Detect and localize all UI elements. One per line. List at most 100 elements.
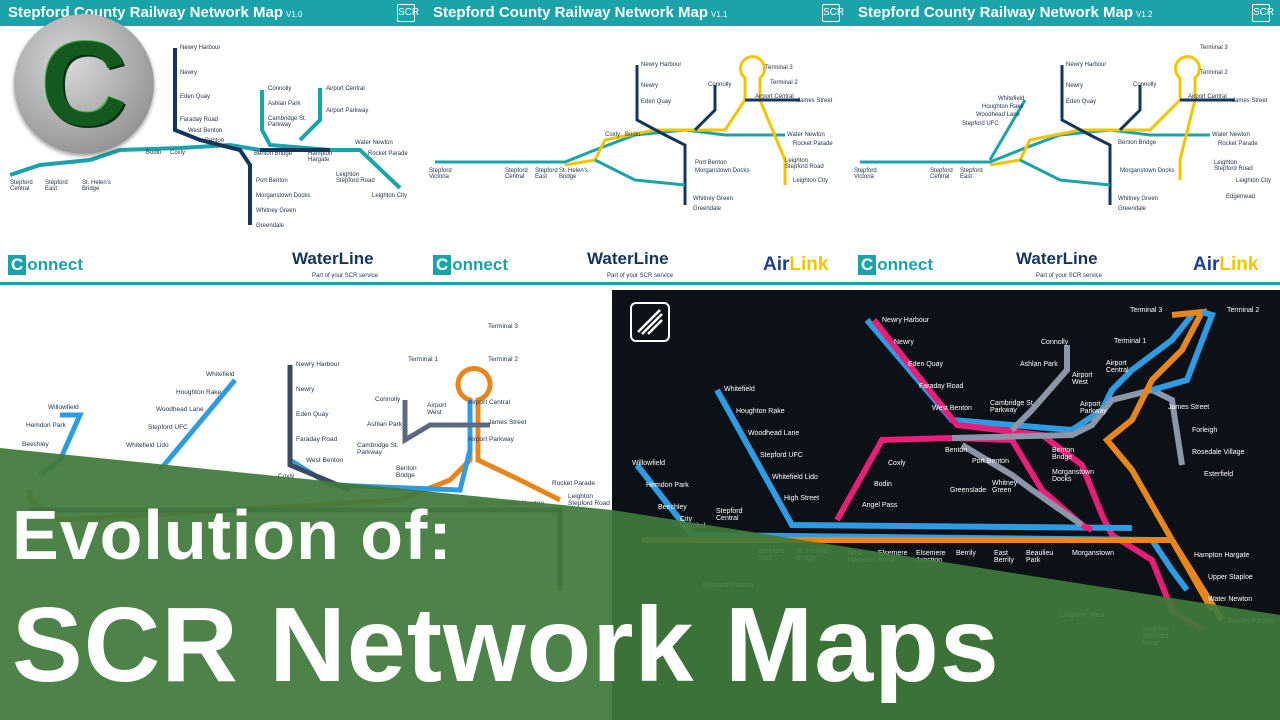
- letter-c-badge: C: [14, 14, 154, 154]
- station-label: Stepford East: [960, 168, 983, 180]
- station-label: Esterfield: [1204, 471, 1234, 478]
- station-label: Newry Harbour: [641, 62, 682, 68]
- station-label: Willowfield: [48, 404, 79, 411]
- station-label: Coxly: [170, 150, 186, 156]
- station-label: Connolly: [1133, 82, 1157, 88]
- station-label: Beechley: [658, 504, 687, 511]
- station-label: Leighton Stepford Road: [785, 158, 824, 170]
- station-label: Benton Bridge: [396, 465, 417, 479]
- station-label: Water Newton: [1208, 596, 1253, 603]
- station-label: Leighton City: [793, 178, 829, 184]
- station-label: Airport Central: [326, 86, 365, 92]
- station-label: Whitney Green: [693, 196, 734, 202]
- station-label: Connolly: [708, 82, 732, 88]
- station-label: Coxly: [605, 132, 621, 138]
- station-label: Airport Central: [1188, 94, 1227, 100]
- station-label: Morganstown: [1072, 550, 1115, 557]
- station-label: Stepford Victoria: [854, 168, 877, 180]
- station-label: Newry: [1066, 83, 1084, 89]
- network-map-v1-1: [435, 55, 800, 205]
- station-label: Water Newton: [1212, 132, 1250, 138]
- station-label: Connolly: [268, 86, 292, 92]
- station-label: Ashlan Park: [268, 101, 301, 107]
- station-label: Connolly: [375, 396, 401, 403]
- station-label: James Street: [1168, 404, 1210, 411]
- station-label: Stepford UFC: [962, 121, 999, 127]
- station-label: Whitney Green: [1118, 196, 1159, 202]
- station-label: Benton: [205, 138, 225, 144]
- station-label: Houghton Rake: [176, 389, 222, 396]
- station-label: Airport Parkway: [1080, 401, 1107, 415]
- station-label: Whitney Green: [256, 208, 297, 214]
- station-label: Woodhead Lane: [748, 430, 800, 437]
- scr-logo-icon: [630, 302, 670, 342]
- station-label: James Street: [797, 98, 833, 104]
- station-label: Faraday Road: [180, 117, 219, 123]
- station-label: Morganstown Docks: [1120, 168, 1175, 174]
- station-label: Water Newton: [787, 132, 825, 138]
- station-label: Hemdon Park: [646, 482, 689, 489]
- station-label: High Street: [784, 495, 820, 502]
- station-label: Ashlan Park: [1020, 361, 1058, 368]
- station-label: Airport Central: [468, 399, 510, 406]
- station-label: West Benton: [306, 457, 344, 464]
- station-label: Rosedale Village: [1192, 449, 1245, 456]
- waterline-subtitle: Part of your SCR service: [312, 273, 379, 279]
- station-label: Rocket Parade: [1218, 141, 1258, 147]
- station-label: Greendale: [693, 206, 722, 212]
- station-label: Bodin: [146, 150, 162, 156]
- waterline-brand: WaterLine: [1016, 249, 1098, 268]
- station-label: Leighton Stepford Road: [1142, 626, 1169, 647]
- station-label: Hampton Hargate: [1194, 552, 1250, 559]
- station-label: Coxly: [888, 460, 906, 467]
- station-label: Whitney Green: [992, 480, 1018, 494]
- station-label: St. Helen's Bridge: [559, 168, 588, 180]
- station-label: Rocket Parade: [1228, 618, 1275, 625]
- station-label: West Benton: [932, 405, 972, 412]
- station-label: Whitefield: [206, 371, 235, 378]
- waterline-brand: WaterLine: [587, 249, 669, 268]
- station-label: Eden Quay: [296, 411, 329, 418]
- station-label: Water Newton: [355, 140, 393, 146]
- station-label: Newry Harbour: [180, 45, 221, 51]
- station-label: St. Helens Bridge: [796, 548, 829, 562]
- station-label: James Street: [1232, 98, 1268, 104]
- station-label: Newry: [894, 339, 914, 346]
- station-label: Terminal 3: [488, 323, 518, 330]
- station-label: Newry Harbour: [296, 361, 340, 368]
- station-label: City Hospital: [680, 516, 706, 530]
- station-label: Leighton Stepford Road: [336, 172, 375, 184]
- station-label: Houghton Rake: [736, 408, 785, 415]
- station-label: Hampton Hargate: [308, 151, 333, 163]
- station-label: Faraday Road: [296, 436, 338, 443]
- station-label: Stepford Central: [505, 168, 528, 180]
- station-label: Airport Central: [755, 94, 794, 100]
- station-label: Whitefield: [724, 386, 755, 393]
- station-label: Port Benton: [972, 458, 1009, 465]
- station-label: Benton Bridge: [1052, 447, 1075, 461]
- scr-logo-icon: SCR: [397, 4, 419, 22]
- airlink-brand: AirLink: [1193, 254, 1259, 275]
- station-label: Edgemead: [1226, 194, 1256, 200]
- station-label: Cambridge St. Parkway: [990, 400, 1035, 414]
- station-label: Airport Parkway: [326, 108, 369, 114]
- station-label: Port Benton: [695, 160, 727, 166]
- bottom-divider: [0, 282, 425, 285]
- station-label: New Harbour: [848, 550, 874, 564]
- station-label: Newry: [641, 83, 659, 89]
- station-label: Forleigh: [1192, 427, 1218, 434]
- station-label: Whitefield: [998, 96, 1025, 102]
- station-label: Ashlan Park: [367, 421, 403, 428]
- airlink-brand: AirLink: [763, 254, 829, 275]
- station-label: Eden Quay: [1066, 99, 1097, 105]
- station-label: Stepford East: [758, 548, 785, 562]
- station-label: Benton Bridge: [254, 151, 293, 157]
- station-label: Newry: [296, 386, 315, 393]
- station-label: Houghton Rake: [982, 104, 1024, 110]
- station-label: Eden Quay: [641, 99, 672, 105]
- scr-logo-icon: SCR: [822, 4, 844, 22]
- station-label: Benton: [945, 447, 968, 454]
- station-label: Cambridge St. Parkway: [357, 442, 399, 456]
